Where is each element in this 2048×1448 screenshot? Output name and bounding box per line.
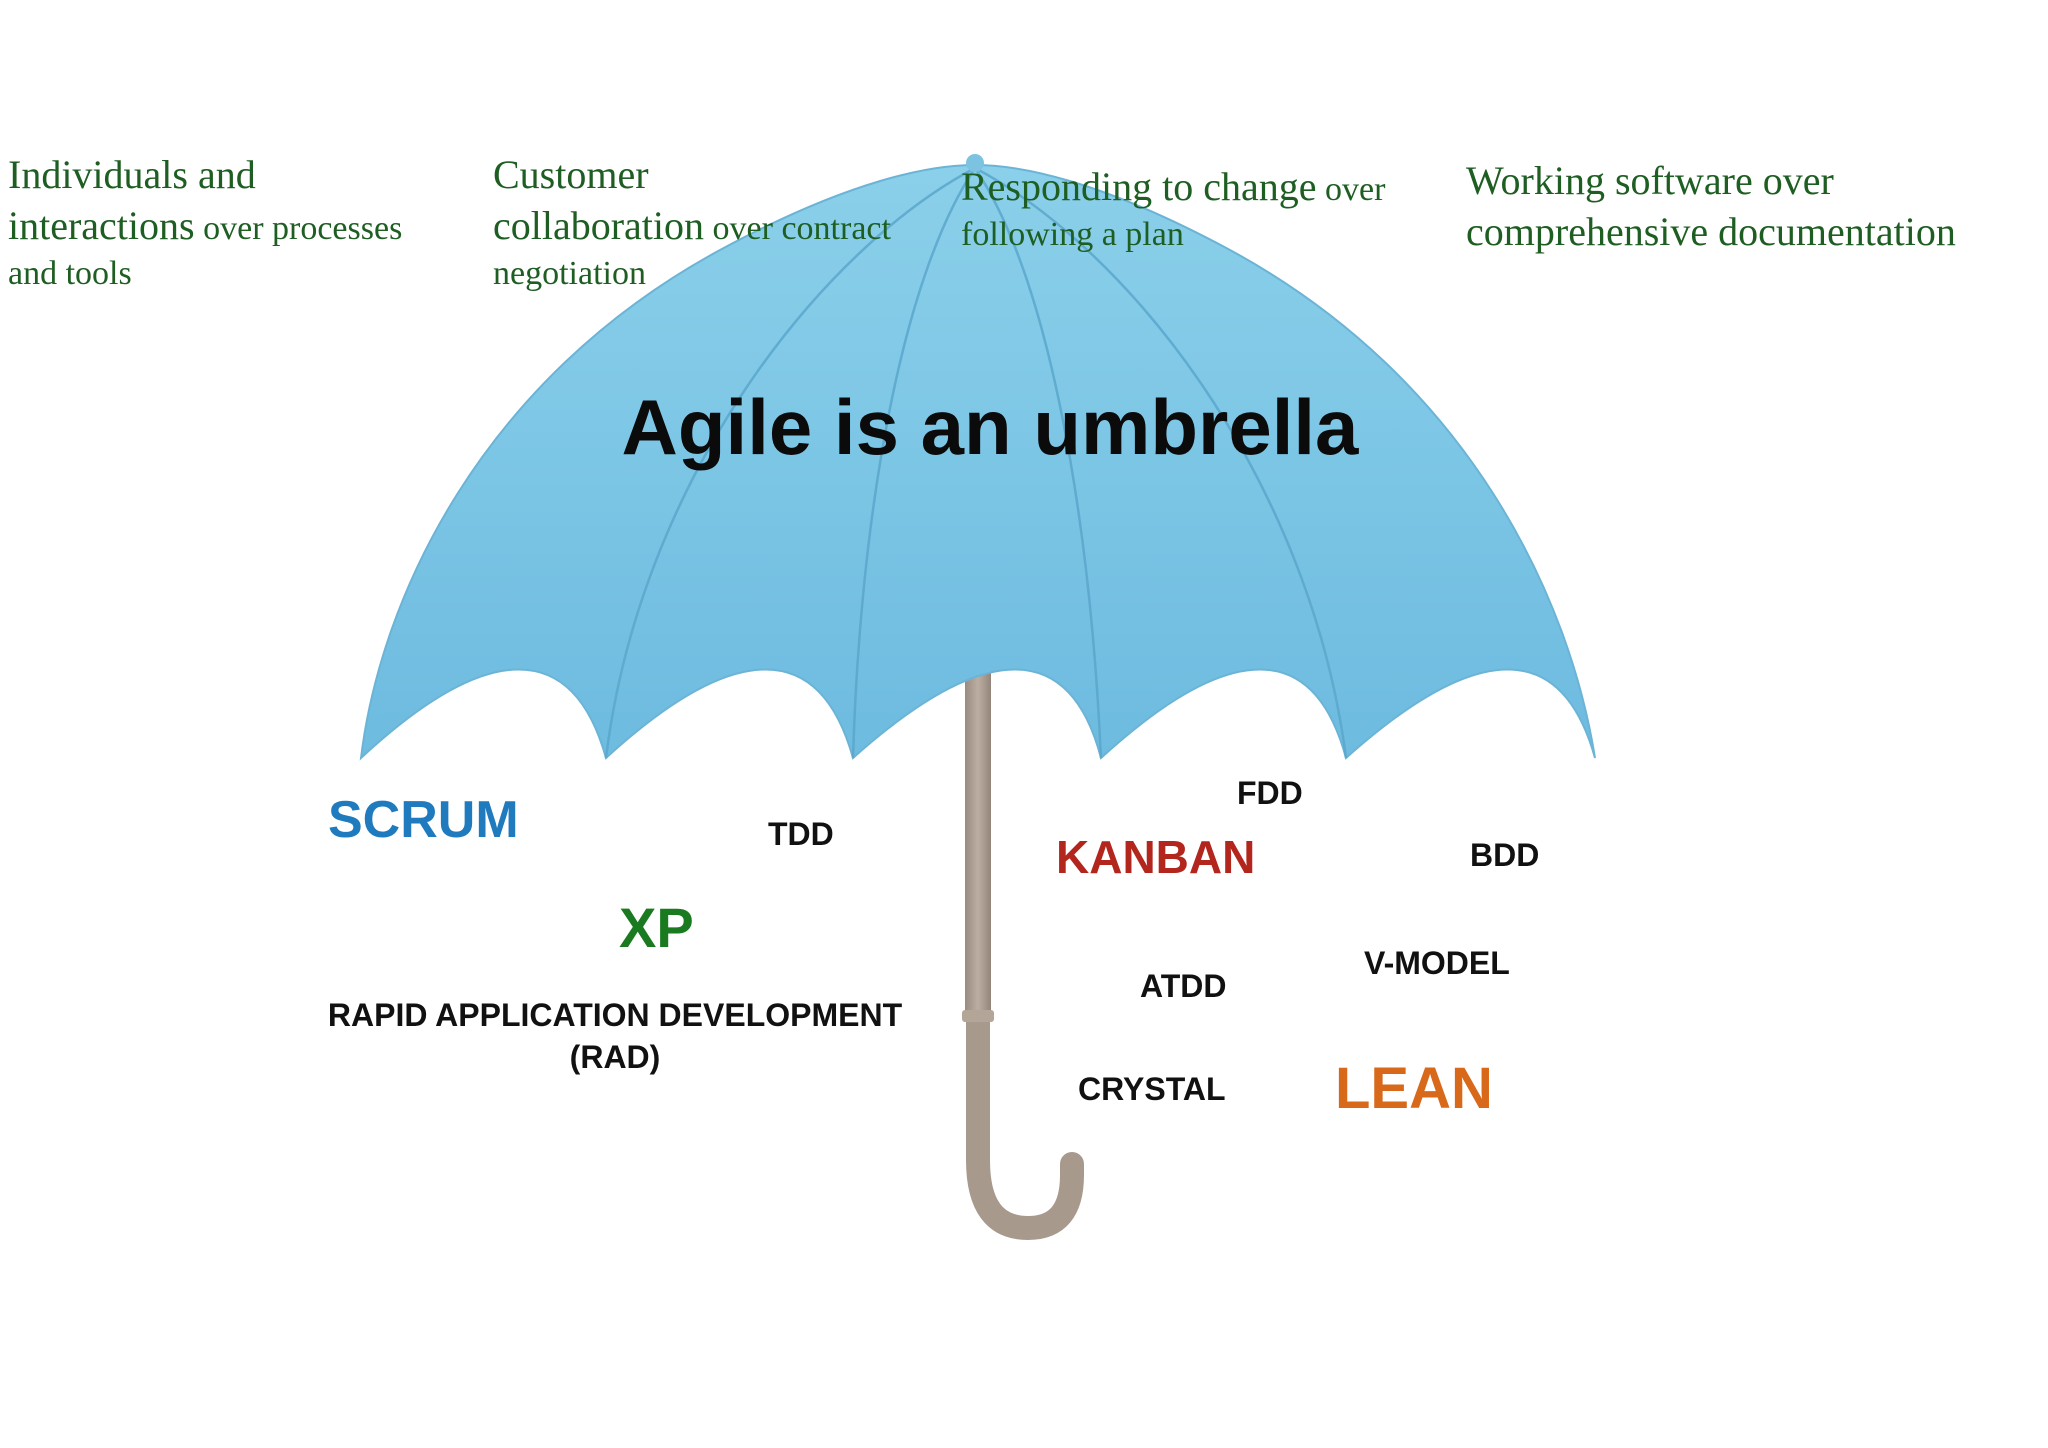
- method-rad-name: RAPID APPLICATION DEVELOPMENT: [327, 997, 903, 1033]
- method-tdd: TDD: [768, 816, 834, 852]
- value-line: Customer: [493, 150, 891, 201]
- value-line: Working software over: [1466, 156, 1956, 207]
- umbrella-handle: [962, 638, 1084, 1241]
- method-crystal: CRYSTAL: [1078, 1071, 1226, 1107]
- value-text: following a plan: [961, 215, 1184, 253]
- value-text: Responding to change: [961, 164, 1317, 209]
- value-text: over: [1752, 158, 1834, 203]
- method-scrum: SCRUM: [328, 791, 519, 849]
- umbrella-canopy: [359, 163, 1596, 761]
- umbrella-tip: [966, 154, 984, 172]
- method-bdd: BDD: [1470, 837, 1540, 873]
- value-text: over: [1316, 171, 1386, 208]
- value-line: following a plan: [961, 213, 1385, 256]
- method-fdd: FDD: [1237, 775, 1303, 811]
- value-text: Customer: [493, 152, 649, 197]
- value-line: Responding to change over: [961, 162, 1385, 213]
- value-text: collaboration: [493, 202, 705, 248]
- value-line: Individuals and: [8, 150, 402, 201]
- method-xp: XP: [619, 896, 694, 959]
- method-kanban: KANBAN: [1056, 831, 1256, 883]
- value-text: negotiation: [493, 254, 646, 292]
- value-text: interactions: [8, 202, 195, 248]
- method-lean: LEAN: [1335, 1056, 1493, 1121]
- value-line: and tools: [8, 252, 402, 295]
- value-line: negotiation: [493, 252, 891, 295]
- value-text: and tools: [8, 254, 132, 292]
- umbrella-ribs: [604, 166, 1348, 759]
- value-line: interactions over processes: [8, 201, 402, 252]
- value-text: comprehensive documentation: [1466, 208, 1956, 254]
- value-text: Working software: [1466, 158, 1753, 203]
- method-atdd: ATDD: [1140, 968, 1227, 1004]
- method-vmodel: V-MODEL: [1364, 945, 1510, 981]
- value-text: over processes: [194, 209, 403, 247]
- value-text: Individuals and: [8, 152, 256, 197]
- method-rad: RAPID APPLICATION DEVELOPMENT (RAD): [310, 995, 920, 1078]
- value-line: collaboration over contract: [493, 201, 891, 252]
- page-title: Agile is an umbrella: [621, 383, 1359, 471]
- value-line: comprehensive documentation: [1466, 207, 1956, 258]
- method-rad-abbrev: (RAD): [569, 1038, 661, 1075]
- value-text: over contract: [704, 209, 891, 247]
